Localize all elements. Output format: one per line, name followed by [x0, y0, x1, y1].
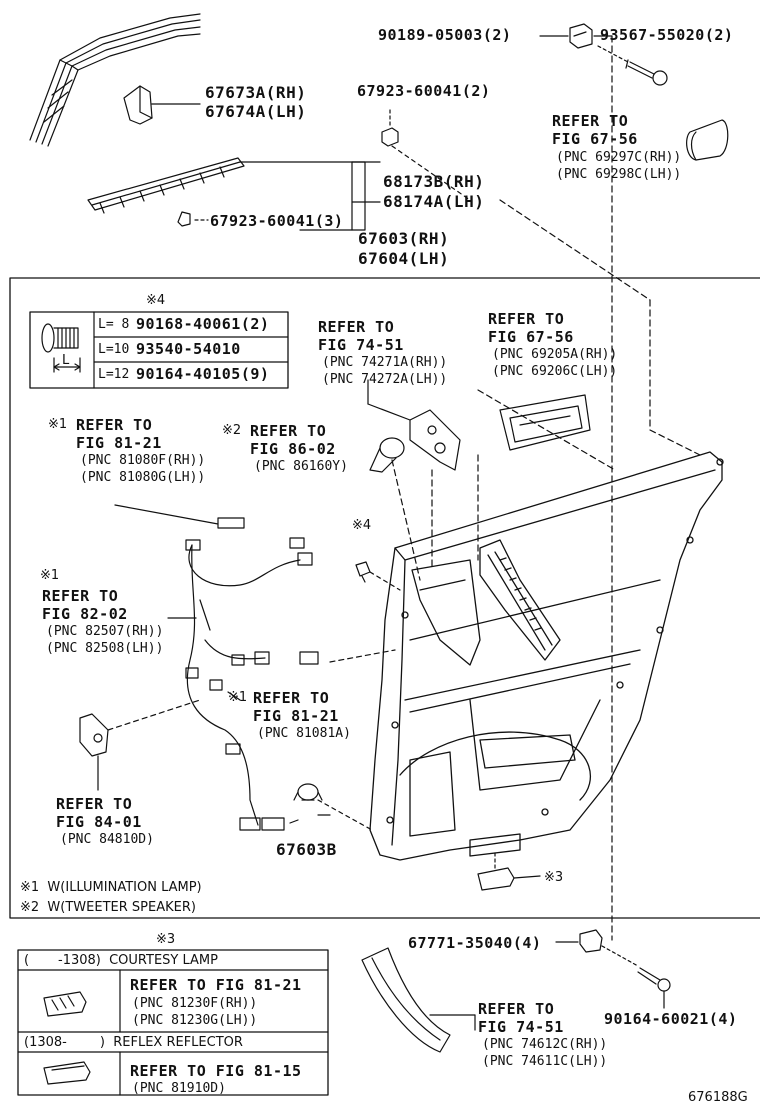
clip-67603b-icon — [293, 783, 323, 801]
refer-pnc: (PNC 81080F(RH)) — [80, 453, 206, 468]
screw-90164-icon — [637, 967, 671, 992]
refer-fig: FIG 84-01 — [56, 813, 142, 831]
main-frame — [9, 277, 760, 919]
bottom-table-mark: ※3 — [156, 932, 176, 947]
row-reflector-pnc: (PNC 81910D) — [132, 1081, 226, 1096]
refer-pnc: (PNC 74612C(RH)) — [482, 1037, 608, 1052]
screw-len-10: L=10 — [98, 342, 130, 357]
screw-len-12: L=12 — [98, 367, 130, 382]
part-67673: 67673A(RH) — [205, 83, 307, 102]
part-90189: 90189-05003(2) — [378, 26, 512, 44]
refer-pnc: (PNC 74272A(LH)) — [322, 372, 448, 387]
screw-part-12: 90164-40105(9) — [136, 365, 270, 383]
refer-fig: FIG 74-51 — [478, 1018, 564, 1036]
part-90164: 90164-60021(4) — [604, 1010, 738, 1028]
clip-67673-icon — [123, 85, 153, 125]
row-reflector-head: (1308- ) REFLEX REFLECTOR — [24, 1035, 243, 1050]
refer-text: REFER TO — [253, 689, 330, 707]
screw-dim-label: L — [62, 353, 70, 368]
part-68173: 68173B(RH) — [383, 172, 485, 191]
bottom-table-frame — [17, 949, 329, 1096]
refer-pnc: (PNC 69297C(RH)) — [556, 150, 682, 165]
table-reflector-icon — [43, 1061, 91, 1085]
row-courtesy-pnc: (PNC 81230G(LH)) — [132, 1013, 258, 1028]
refer-pnc: (PNC 81080G(LH)) — [80, 470, 206, 485]
screw-len-8: L= 8 — [98, 317, 130, 332]
tweeter-icon — [369, 437, 405, 473]
refer-fig: FIG 82-02 — [42, 605, 128, 623]
note-illumination: ※1 W(ILLUMINATION LAMP) — [20, 880, 202, 895]
clip-67771-icon — [579, 929, 603, 953]
screw-part-8: 90168-40061(2) — [136, 315, 270, 333]
refer-pnc: (PNC 74271A(RH)) — [322, 355, 448, 370]
refer-pnc: (PNC 82508(LH)) — [46, 641, 164, 656]
screw-bolt-icon — [625, 59, 668, 86]
refer-fig: FIG 81-21 — [76, 434, 162, 452]
inner-handle-icon — [499, 394, 591, 451]
window-trim-drawing — [29, 13, 201, 147]
door-trim-panel — [369, 451, 724, 861]
part-67674: 67674A(LH) — [205, 102, 307, 121]
screw-table-frame — [29, 311, 289, 389]
refer-pnc: (PNC 69298C(LH)) — [556, 167, 682, 182]
part-68174: 68174A(LH) — [383, 192, 485, 211]
weatherstrip-icon — [87, 157, 245, 227]
refer-mark: ※2 — [222, 423, 242, 438]
refer-pnc: (PNC 86160Y) — [254, 459, 348, 474]
refer-fig: FIG 67-56 — [488, 328, 574, 346]
refer-text: REFER TO — [488, 310, 565, 328]
row-courtesy-head: ( -1308) COURTESY LAMP — [24, 953, 218, 968]
refer-pnc: (PNC 82507(RH)) — [46, 624, 164, 639]
part-93567: 93567-55020(2) — [600, 26, 734, 44]
handle-cover-icon — [686, 119, 729, 161]
lamp-mark-3: ※3 — [544, 870, 564, 885]
refer-text: REFER TO — [478, 1000, 555, 1018]
part-67603b: 67603B — [276, 840, 337, 859]
courtesy-lamp-icon — [477, 867, 515, 891]
armrest-cover-icon — [361, 947, 451, 1053]
refer-pnc: (PNC 74611C(LH)) — [482, 1054, 608, 1069]
nut-icon — [569, 23, 593, 49]
part-67603: 67603(RH) — [358, 229, 450, 248]
part-67771: 67771-35040(4) — [408, 934, 542, 952]
refer-mark: ※1 — [228, 690, 248, 705]
refer-pnc: (PNC 84810D) — [60, 832, 154, 847]
row-courtesy-pnc: (PNC 81230F(RH)) — [132, 996, 258, 1011]
refer-mark: ※1 — [40, 568, 60, 583]
refer-pnc: (PNC 81081A) — [257, 726, 351, 741]
refer-fig: FIG 81-21 — [253, 707, 339, 725]
screw-table-mark: ※4 — [146, 293, 166, 308]
screw-part-10: 93540-54010 — [136, 340, 241, 358]
refer-text: REFER TO — [76, 416, 153, 434]
clip-67923-icon — [381, 127, 399, 147]
switch-plate-icon — [409, 409, 461, 471]
refer-text: REFER TO — [42, 587, 119, 605]
screw-mark-4: ※4 — [352, 518, 372, 533]
trim-screw-icon — [355, 561, 371, 583]
row-reflector-refer: REFER TO FIG 81-15 — [130, 1062, 302, 1080]
refer-pnc: (PNC 69205A(RH)) — [492, 347, 618, 362]
part-67923-upper: 67923-60041(2) — [357, 82, 491, 100]
refer-fig: FIG 74-51 — [318, 336, 404, 354]
refer-mark: ※1 — [48, 417, 68, 432]
refer-pnc: (PNC 69206C(LH)) — [492, 364, 618, 379]
refer-fig: FIG 67-56 — [552, 130, 638, 148]
refer-text: REFER TO — [552, 112, 629, 130]
row-courtesy-refer: REFER TO FIG 81-21 — [130, 976, 302, 994]
figure-id: 676188G — [688, 1090, 748, 1105]
note-tweeter: ※2 W(TWEETER SPEAKER) — [20, 900, 196, 915]
lamp-bracket-icon — [79, 713, 109, 757]
table-courtesy-lamp-icon — [43, 991, 87, 1017]
screw-icon — [41, 323, 81, 373]
refer-text: REFER TO — [318, 318, 395, 336]
wire-harness-icon — [185, 517, 319, 831]
part-67604: 67604(LH) — [358, 249, 450, 268]
part-67923-lower: 67923-60041(3) — [210, 212, 344, 230]
refer-text: REFER TO — [250, 422, 327, 440]
refer-fig: FIG 86-02 — [250, 440, 336, 458]
refer-text: REFER TO — [56, 795, 133, 813]
